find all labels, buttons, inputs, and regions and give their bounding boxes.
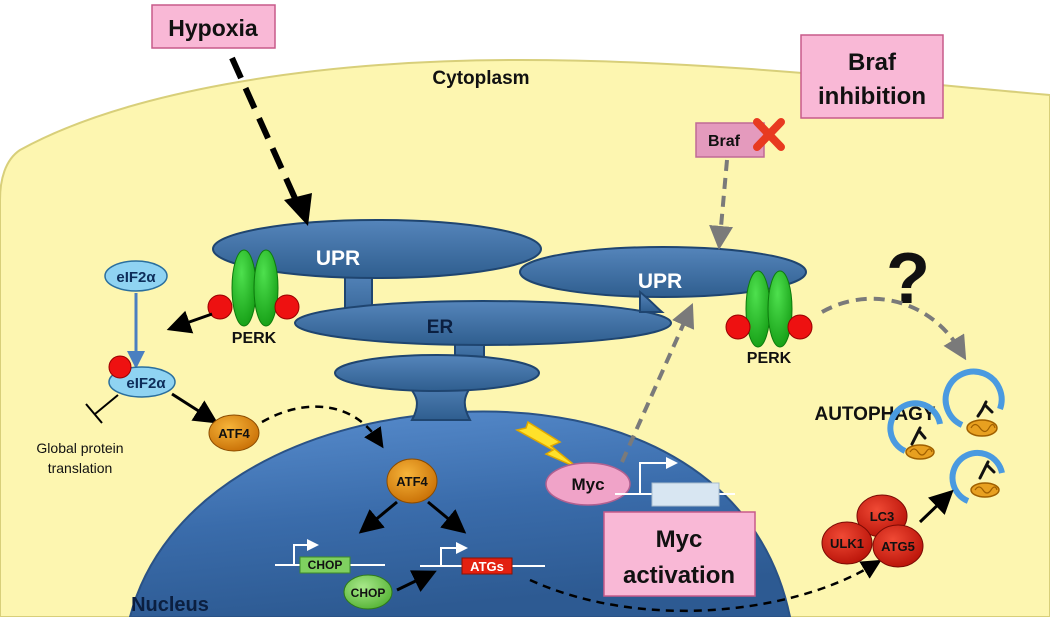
myc-to-upr-arrow <box>620 303 695 463</box>
braf-box <box>695 122 765 158</box>
atg5-protein <box>872 524 924 568</box>
braf-inhibition-label-line1: Braf <box>848 49 897 76</box>
global-translation-label-line2: translation <box>48 460 113 476</box>
myc-protein <box>545 462 631 506</box>
autophagy-label: AUTOPHAGY <box>814 404 935 425</box>
atf4-cytoplasm-label: ATF4 <box>218 426 250 441</box>
myc-activation-label-line1: Myc <box>656 526 703 553</box>
eif2a-top <box>104 260 168 292</box>
upr-left-label: UPR <box>316 247 360 270</box>
atf4-nucleus <box>386 458 438 504</box>
atf4-nucleus-label: ATF4 <box>396 474 428 489</box>
chop-protein-label: CHOP <box>351 586 386 600</box>
hypoxia-arrow <box>229 56 301 207</box>
chop-to-atgs-arrow <box>396 570 437 593</box>
chop-protein <box>343 574 393 610</box>
eif2a-phospho-dot <box>108 355 132 379</box>
atg5-label: ATG5 <box>881 539 915 554</box>
myc-activation-label-line2: activation <box>623 562 735 589</box>
braf-cross-icon <box>753 118 785 151</box>
nucleus-label: Nucleus <box>131 594 209 616</box>
endoplasmic-reticulum <box>212 219 807 421</box>
chop-gene <box>275 539 385 574</box>
atf4-to-chop-arrow <box>358 500 398 534</box>
autophagosome-1 <box>887 400 943 460</box>
question-mark: ? <box>886 239 930 319</box>
hypoxia-box <box>151 4 276 49</box>
atf4-cytoplasm <box>208 414 260 452</box>
lc3-label: LC3 <box>870 509 895 524</box>
myc-activation-box <box>603 511 756 597</box>
proteins-to-autophagy-arrow <box>918 489 954 524</box>
lightning-icon <box>514 420 579 469</box>
upr-right-label: UPR <box>638 270 682 293</box>
perk-right <box>725 270 813 348</box>
er-label: ER <box>427 317 454 338</box>
ulk1-label: ULK1 <box>830 536 864 551</box>
global-translation-label-line1: Global protein <box>36 440 123 456</box>
braf-inhibition-box <box>800 34 944 119</box>
chop-gene-label: CHOP <box>308 558 343 572</box>
braf-inhibition-label-line2: inhibition <box>818 83 926 110</box>
ulk1-protein <box>821 521 873 565</box>
braf-to-upr-arrow <box>709 159 734 250</box>
autophagosome-3 <box>949 449 1005 504</box>
perk-right-label: PERK <box>747 350 792 367</box>
atf4-to-atgs-arrow <box>427 500 467 534</box>
myc-target-gene <box>615 457 735 507</box>
perk-to-autophagy-arrow <box>821 296 967 361</box>
hypoxia-arrowhead <box>284 193 312 226</box>
translation-inhibition-line <box>85 394 119 424</box>
perk-left-label: PERK <box>232 330 277 347</box>
cytoplasm-label: Cytoplasm <box>432 68 529 89</box>
myc-label: Myc <box>571 475 604 494</box>
autophagosome-2 <box>942 368 1005 437</box>
perk-to-eif2a-arrow <box>166 310 213 334</box>
atf4-translocation-arrow <box>261 405 384 449</box>
braf-label: Braf <box>708 133 741 150</box>
atgs-to-autophagy-proteins-arrow <box>529 559 882 612</box>
atgs-gene-label: ATGs <box>470 559 504 574</box>
perk-left <box>207 249 300 327</box>
eif2a-top-label: eIF2α <box>116 269 156 286</box>
hypoxia-label: Hypoxia <box>168 15 258 41</box>
eif2a-bottom-label: eIF2α <box>126 375 166 392</box>
atgs-gene <box>420 542 545 575</box>
eif2a-to-atf4-arrow <box>171 392 219 424</box>
